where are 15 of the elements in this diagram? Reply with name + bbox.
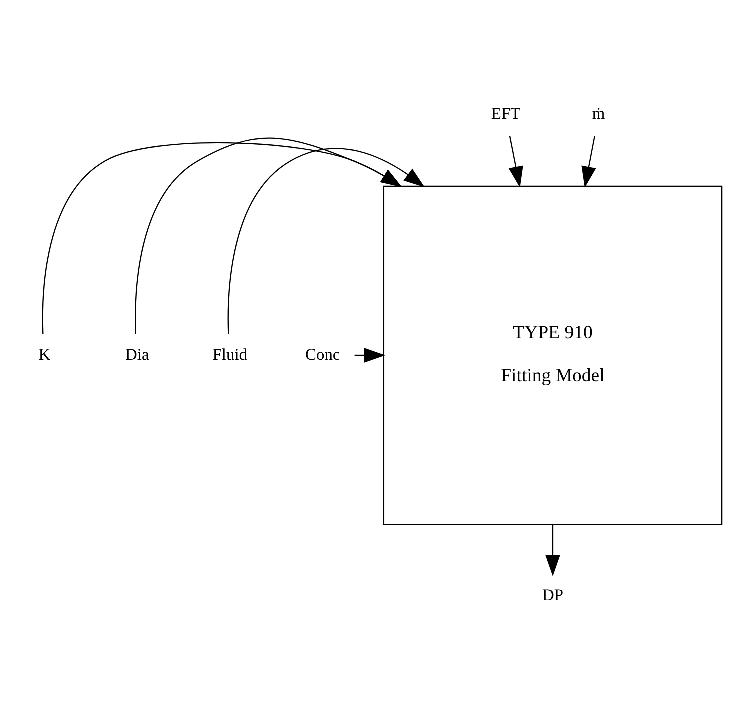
- node-text: ṁ: [592, 104, 606, 124]
- arrow: [135, 138, 402, 334]
- node-text: Fluid: [212, 344, 248, 364]
- node-text: EFT: [491, 104, 521, 124]
- arrow: [546, 524, 560, 576]
- node-text: K: [38, 344, 51, 364]
- arrow: [582, 136, 596, 188]
- node-text: DP: [542, 586, 564, 605]
- node-text: Dia: [126, 344, 150, 364]
- arrow: [228, 148, 425, 334]
- node-box: TYPE 910 Fitting Model: [383, 186, 723, 526]
- arrow: [42, 142, 402, 334]
- node-text: Conc: [306, 344, 340, 364]
- arrow: [508, 136, 524, 188]
- arrow: [354, 348, 386, 363]
